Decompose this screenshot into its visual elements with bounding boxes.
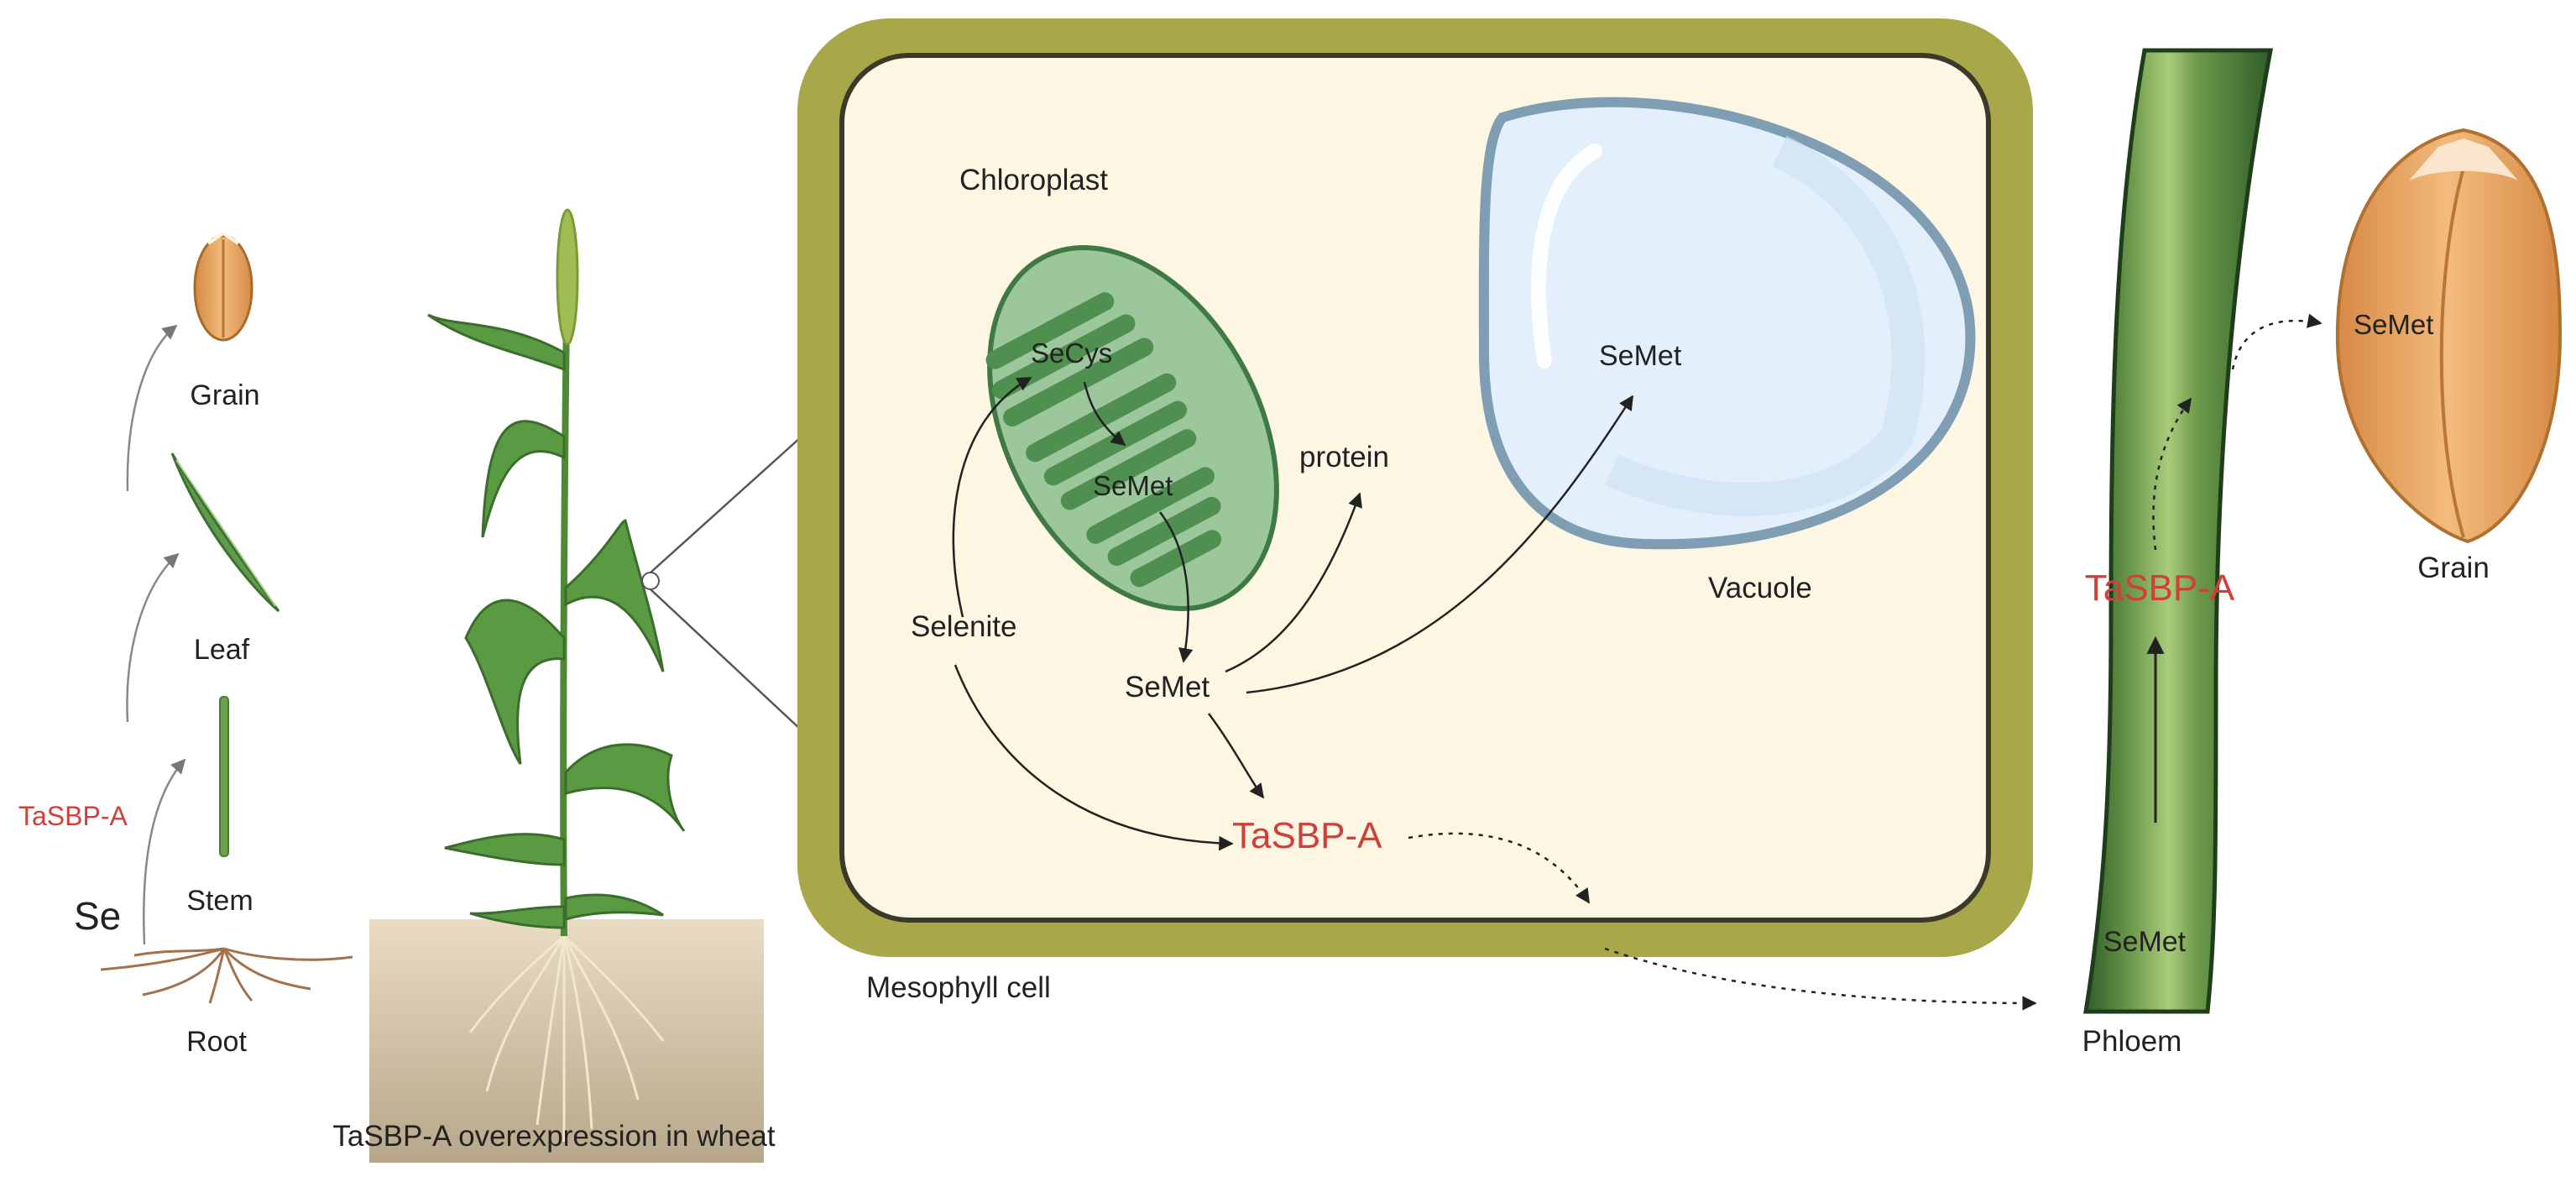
- chloroplast: [985, 245, 1279, 611]
- large-grain-label: Grain: [2417, 552, 2490, 584]
- mesophyll-cell: Chloroplast SeCys SeMet Selenite SeMet p…: [797, 18, 2033, 1004]
- secys-label: SeCys: [1031, 337, 1112, 369]
- root-label: Root: [186, 1026, 247, 1058]
- small-grain-icon: [193, 231, 253, 342]
- phloem-gene-label: TaSBP-A: [2085, 567, 2235, 609]
- se-label: Se: [74, 894, 121, 938]
- root-icon: [100, 947, 353, 1004]
- chloroplast-label: Chloroplast: [959, 164, 1108, 196]
- stem-label: Stem: [186, 885, 253, 917]
- protein-label: protein: [1299, 441, 1389, 473]
- plant-caption: TaSBP-A overexpression in wheat: [332, 1120, 775, 1153]
- grain-semet-label: SeMet: [2354, 309, 2433, 340]
- cell-gene-label: TaSBP-A: [1232, 815, 1382, 856]
- soil-box: [369, 919, 764, 1163]
- phloem-label: Phloem: [2082, 1025, 2182, 1058]
- mesophyll-cell-label: Mesophyll cell: [866, 971, 1051, 1004]
- phloem-vessel: [2083, 48, 2274, 1014]
- left-organ-panel: Grain Leaf Stem Root Se TaSBP-A: [18, 231, 353, 1058]
- plant-roots: [468, 934, 665, 1142]
- stem-icon: [219, 696, 229, 857]
- phloem-to-grain-arrow: [2231, 313, 2323, 370]
- semet-chloroplast-label: SeMet: [1093, 470, 1173, 501]
- cell-arrows: [952, 376, 1634, 904]
- leaf-label: Leaf: [194, 634, 250, 666]
- cell-to-phloem-arrow: [1604, 947, 2037, 1011]
- phloem-panel: TaSBP-A SeMet Phloem: [2082, 48, 2274, 1058]
- vacuole: [1478, 97, 1976, 550]
- selenite-label: Selenite: [911, 610, 1016, 643]
- wheat-spike: [556, 208, 579, 346]
- grain-panel: SeMet Grain: [2335, 128, 2563, 584]
- phloem-semet-label: SeMet: [2103, 926, 2187, 958]
- left-gene-label: TaSBP-A: [18, 801, 128, 831]
- wheat-leaves: [427, 313, 686, 929]
- vacuole-label: Vacuole: [1708, 572, 1812, 604]
- wheat-plant-panel: TaSBP-A overexpression in wheat: [332, 208, 776, 1163]
- zoom-lines: [641, 436, 802, 731]
- semet-vacuole-label: SeMet: [1599, 340, 1682, 372]
- semet-cytosol-label: SeMet: [1125, 671, 1210, 703]
- large-grain-icon: [2335, 128, 2563, 544]
- leaf-icon: [170, 452, 280, 613]
- grain-label: Grain: [190, 379, 259, 411]
